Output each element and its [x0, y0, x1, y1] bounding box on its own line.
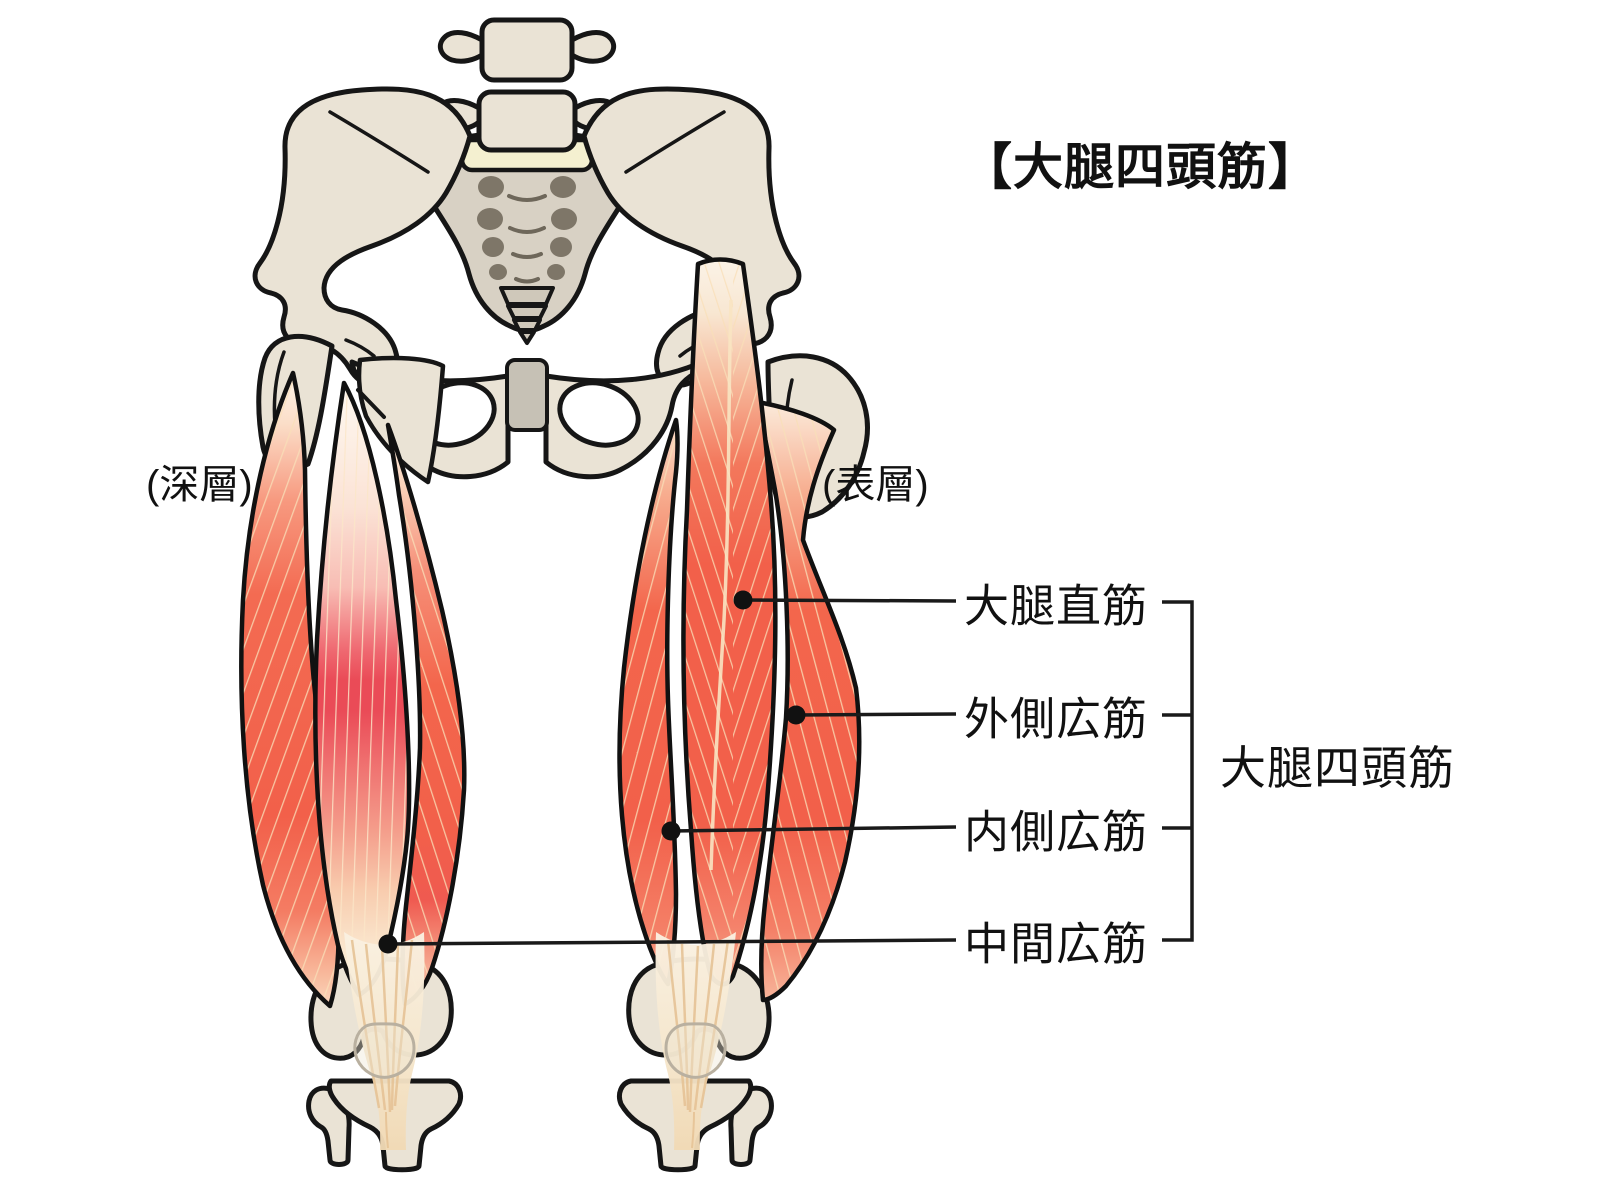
- leader-lines: [387, 598, 957, 946]
- label-vastus-lateralis: 外側広筋: [964, 693, 1149, 745]
- superficial-layer-label: (表層): [822, 463, 929, 507]
- deep-layer-label: (深層): [146, 463, 253, 507]
- label-vastus-intermedius: 中間広筋: [964, 918, 1149, 970]
- vastus-medialis-muscle: [620, 420, 678, 984]
- quadriceps-group-label: 大腿四頭筋: [1220, 742, 1455, 794]
- right-leg-superficial-layer: [600, 250, 923, 1170]
- diagram-title: 【大腿四頭筋】: [962, 139, 1319, 195]
- sacrum: [428, 129, 626, 345]
- coccyx: [499, 286, 555, 345]
- pelvis-illustration: [255, 17, 870, 520]
- label-vastus-medialis: 内側広筋: [964, 806, 1149, 858]
- label-rectus-femoris: 大腿直筋: [964, 580, 1149, 632]
- group-bracket: [1162, 600, 1194, 942]
- leader-dots: [378, 590, 806, 954]
- pubic-symphysis: [505, 358, 549, 432]
- left-femur-shaft: [356, 355, 446, 485]
- left-leg-deep-layer: [241, 373, 464, 1170]
